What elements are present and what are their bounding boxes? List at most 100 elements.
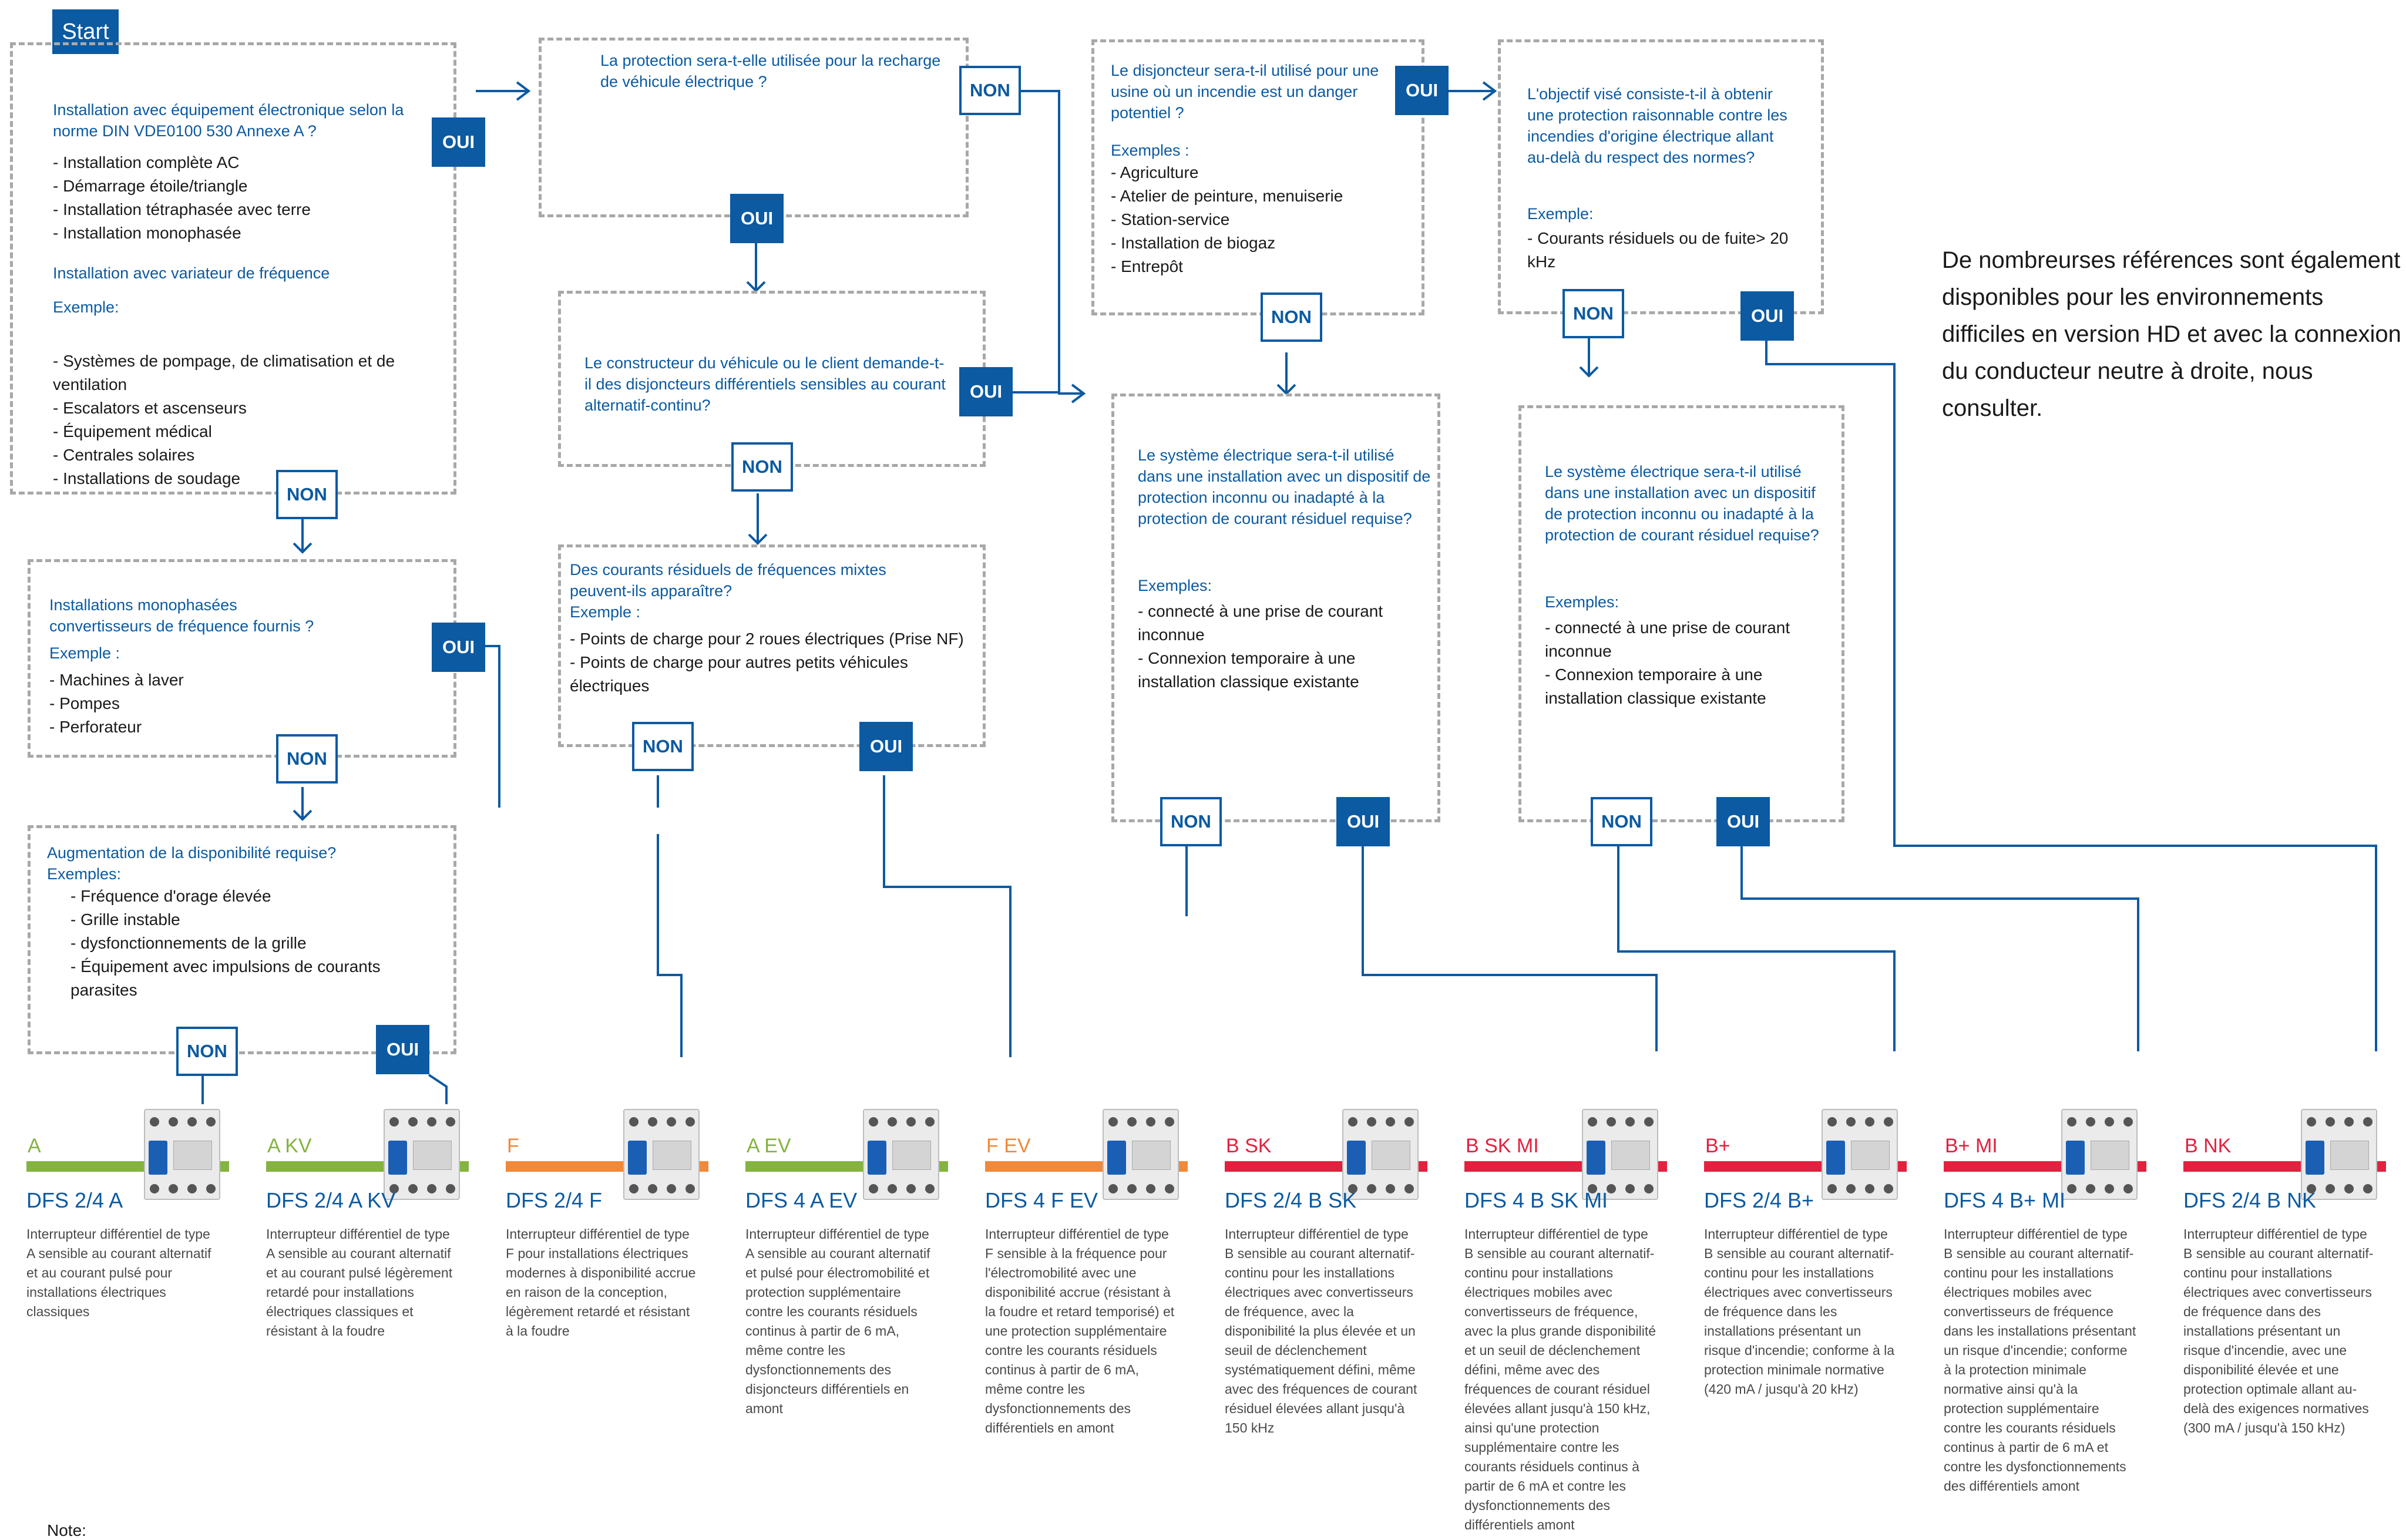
sub-question: Installation avec variateur de fréquence xyxy=(53,264,330,282)
arrow-b2 xyxy=(293,542,312,554)
product-name: DFS 2/4 B+ xyxy=(1704,1188,1814,1212)
question-text: Des courants résiduels de fréquences mix… xyxy=(570,561,886,600)
arrow-b6 xyxy=(748,533,768,545)
connector-b9-oui-descend xyxy=(1893,364,2377,1051)
no-badge: NON xyxy=(176,1027,238,1076)
list-item: - Station-service xyxy=(1111,210,1230,228)
no-badge: NON xyxy=(1261,292,1322,342)
list-item: - Perforateur xyxy=(49,718,142,736)
product-card: B+DFS 2/4 B+Interrupteur différentiel de… xyxy=(1704,1104,1921,1533)
yes-badge: OUI xyxy=(1716,797,1770,846)
list-item: - Fréquence d'orage élevée xyxy=(70,887,271,905)
yes-badge: OUI xyxy=(859,722,913,771)
list-item: - Entrepôt xyxy=(1111,257,1183,275)
rcd-device-icon xyxy=(1103,1109,1179,1200)
question-box-fire-risk-factory: Le disjoncteur sera-t-il utilisé pour un… xyxy=(1091,39,1424,315)
product-name: DFS 2/4 B SK xyxy=(1225,1188,1357,1212)
list-item: - Installation complète AC xyxy=(53,153,240,172)
list-item: - Systèmes de pompage, de climatisation … xyxy=(53,352,395,394)
product-description: Interrupteur différentiel de type A sens… xyxy=(266,1226,453,1339)
start-label: Start xyxy=(52,9,119,54)
question-text: Installation avec équipement électroniqu… xyxy=(53,101,404,140)
rcd-device-icon xyxy=(144,1109,220,1200)
list-item: - Points de charge pour 2 roues électriq… xyxy=(570,630,964,648)
arrow-b4 xyxy=(516,81,531,101)
question-text: Le constructeur du véhicule ou le client… xyxy=(584,354,946,414)
product-name: DFS 2/4 A KV xyxy=(266,1188,396,1212)
list-item: - connecté à une prise de courant inconn… xyxy=(1545,618,1790,660)
list-item: - Atelier de peinture, menuiserie xyxy=(1111,187,1343,205)
question-text: Le système électrique sera-t-il utilisé … xyxy=(1138,446,1431,527)
yes-badge: OUI xyxy=(432,117,486,167)
rcd-device-icon xyxy=(1342,1109,1419,1200)
question-box-vehicle-maker: Le constructeur du véhicule ou le client… xyxy=(558,291,986,467)
connector-b6-non-long xyxy=(657,834,683,1057)
arrow-b3 xyxy=(293,809,312,821)
list-item: - Démarrage étoile/triangle xyxy=(53,177,248,195)
yes-badge: OUI xyxy=(1395,66,1449,115)
product-code: A KV xyxy=(267,1135,312,1157)
product-code: A xyxy=(28,1135,41,1157)
rcd-device-icon xyxy=(384,1109,460,1200)
connector-b4-non xyxy=(1007,90,1084,395)
rcd-device-icon xyxy=(2301,1109,2377,1200)
no-badge: NON xyxy=(276,734,338,784)
list-item: - dysfonctionnements de la grille xyxy=(70,934,307,952)
question-text: Le disjoncteur sera-t-il utilisé pour un… xyxy=(1111,62,1379,122)
yes-badge: OUI xyxy=(959,367,1013,416)
product-description: Interrupteur différentiel de type B sens… xyxy=(1225,1226,1417,1435)
example-label: Exemple : xyxy=(49,644,120,662)
note-label: Note: xyxy=(47,1521,86,1539)
product-description: Interrupteur différentiel de type A sens… xyxy=(745,1226,930,1416)
question-text: Augmentation de la disponibilité requise… xyxy=(47,844,337,862)
product-code: B NK xyxy=(2185,1135,2232,1157)
connector-b10-oui xyxy=(1740,846,2139,1051)
question-text: L'objectif visé consiste-t-il à obtenir … xyxy=(1527,85,1787,166)
example-label: Exemples: xyxy=(1138,577,1212,594)
list-item: - Machines à laver xyxy=(49,671,184,689)
list-item: - Pompes xyxy=(49,694,120,712)
yes-badge: OUI xyxy=(376,1025,430,1074)
list-item: - Installation de biogaz xyxy=(1111,234,1276,252)
example-label: Exemple: xyxy=(1527,205,1594,223)
product-name: DFS 4 F EV xyxy=(985,1188,1098,1212)
product-code: B SK xyxy=(1226,1135,1272,1157)
product-name: DFS 4 A EV xyxy=(745,1188,858,1212)
no-badge: NON xyxy=(276,470,338,519)
product-description: Interrupteur différentiel de type A sens… xyxy=(26,1226,211,1319)
question-box-unknown-protection-1: Le système électrique sera-t-il utilisé … xyxy=(1111,394,1440,822)
product-code: B+ xyxy=(1705,1135,1730,1157)
question-text: La protection sera-t-elle utilisée pour … xyxy=(600,52,941,90)
example-label: Exemples: xyxy=(47,865,122,883)
connector-b6-oui xyxy=(883,775,1012,1057)
question-box-unknown-protection-2: Le système électrique sera-t-il utilisé … xyxy=(1518,405,1844,822)
product-card: A KV DFS 2/4 A KV Interrupteur différentie… xyxy=(266,1104,483,1533)
list-item: - Connexion temporaire à une installatio… xyxy=(1138,649,1359,691)
product-description: Interrupteur différentiel de type F pour… xyxy=(506,1226,696,1339)
yes-badge: OUI xyxy=(1336,797,1390,846)
example-label: Exemple : xyxy=(570,603,641,621)
question-box-fire-protection: L'objectif visé consiste-t-il à obtenir … xyxy=(1498,39,1824,314)
yes-badge: OUI xyxy=(730,194,784,243)
list-item: - Installations de soudage xyxy=(53,469,241,487)
question-box-din-vde: Installation avec équipement électroniqu… xyxy=(10,42,456,495)
list-item: - Points de charge pour autres petits vé… xyxy=(570,653,908,695)
example-label: Exemples : xyxy=(1111,142,1189,159)
product-code: F xyxy=(507,1135,519,1157)
list-item: - Agriculture xyxy=(1111,163,1199,181)
no-badge: NON xyxy=(959,66,1021,115)
arrow-b7 xyxy=(1071,384,1086,404)
example-label: Exemple: xyxy=(53,298,119,316)
product-code: B+ MI xyxy=(1945,1135,1998,1157)
side-note: De nombreurses références sont également… xyxy=(1942,247,2401,421)
list-item: - Courants résiduels ou de fuite> 20 kHz xyxy=(1527,229,1789,271)
product-code: A EV xyxy=(747,1135,791,1157)
product-description: Interrupteur différentiel de type B sens… xyxy=(1464,1226,1656,1532)
product-name: DFS 2/4 F xyxy=(506,1188,603,1212)
